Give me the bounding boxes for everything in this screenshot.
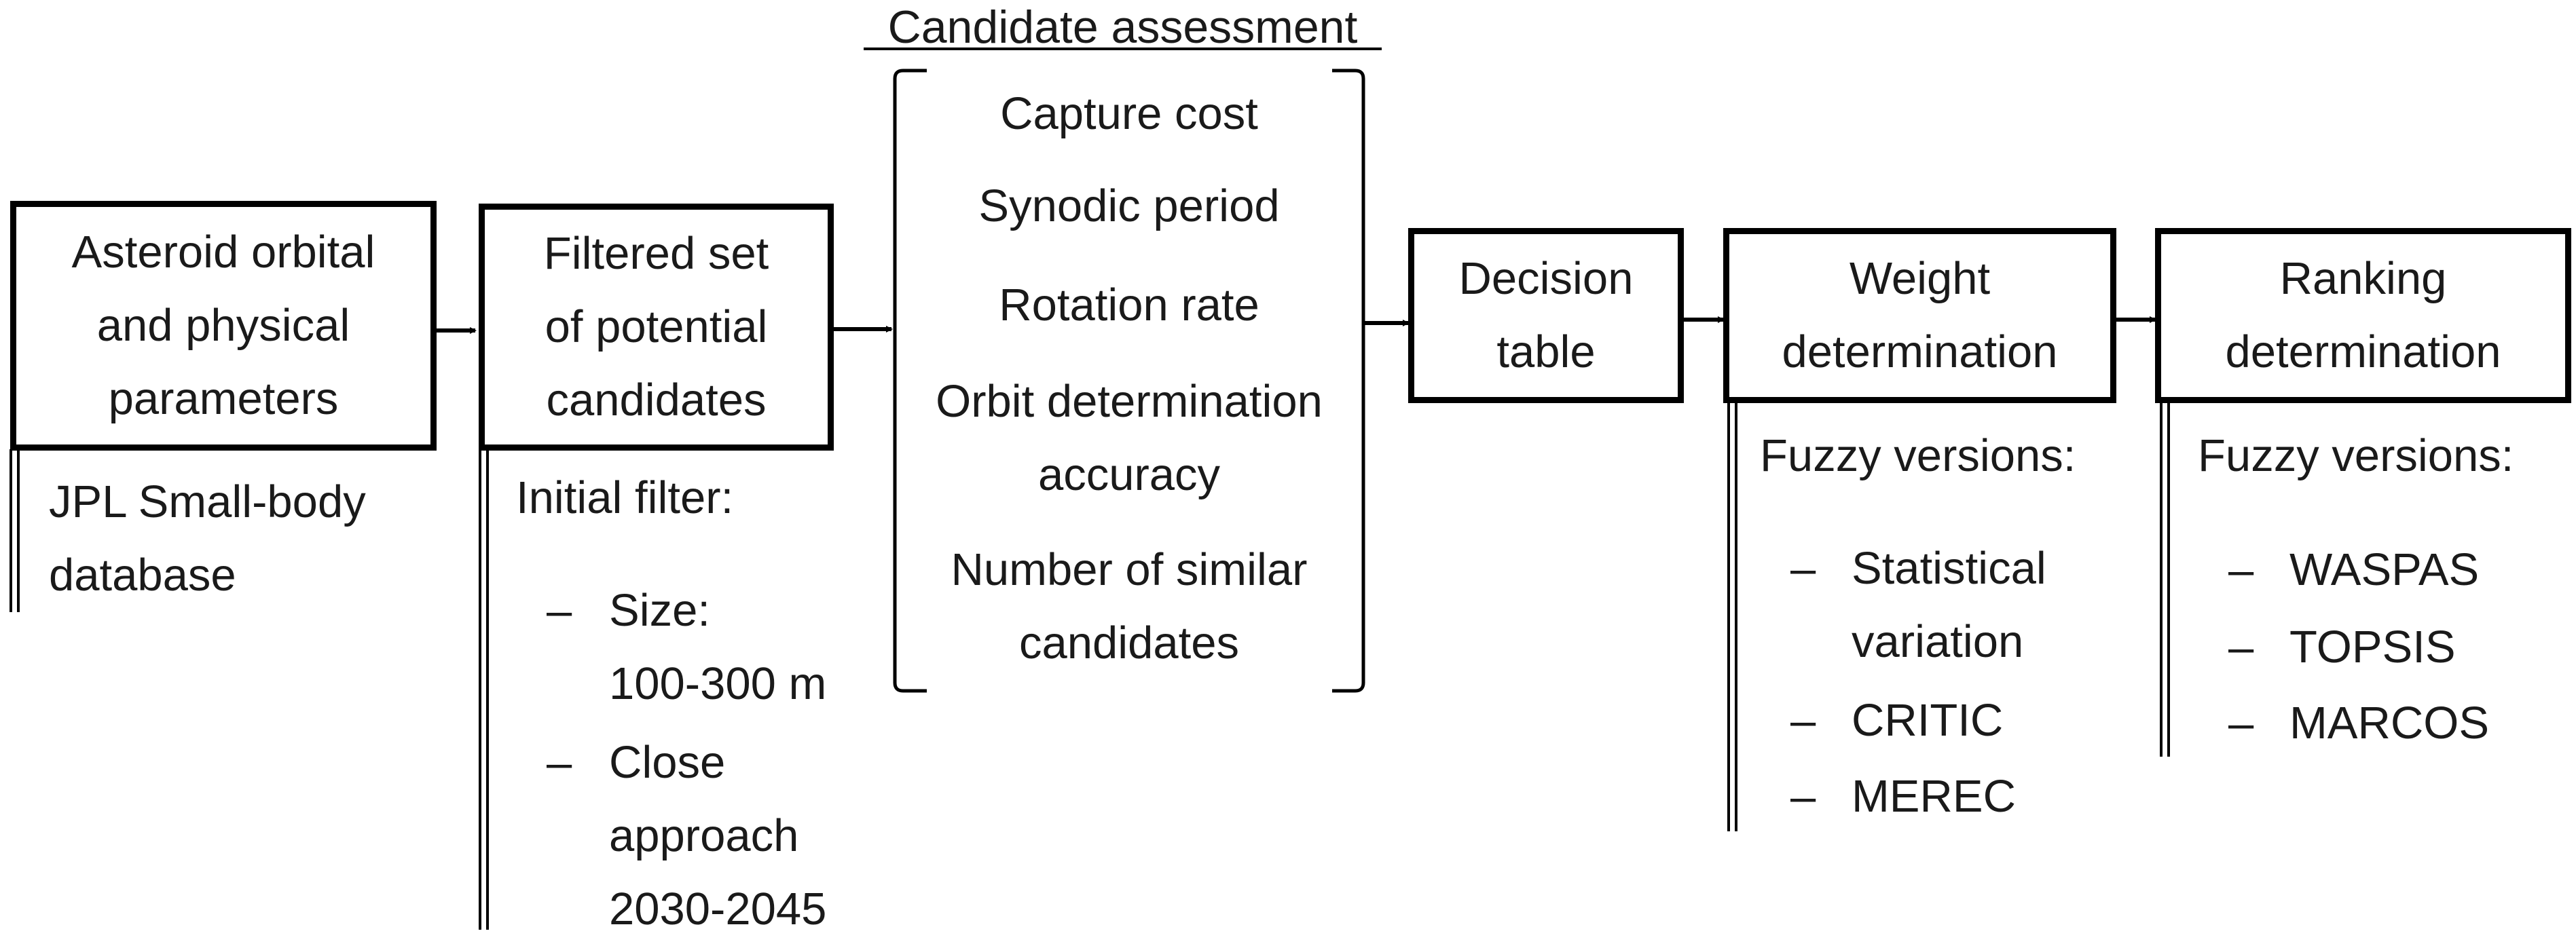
filter-approach-line1: Close [609,737,726,788]
box-text-line: determination [1782,326,2058,377]
dash-icon: – [2228,622,2254,673]
initial-filter-title: Initial filter: [516,472,734,523]
ranking-item-marcos: MARCOS [2289,698,2490,749]
left-bracket [893,69,927,693]
criterion-similar-candidates-line1: Number of similar [951,544,1308,595]
dash-icon: – [1790,771,1816,822]
asteroid-parameters-box: Asteroid orbital and physical parameters [10,201,437,451]
box-text-line: of potential [545,301,768,352]
ranking-item-waspas: WASPAS [2289,544,2480,595]
dash-icon: – [547,585,572,636]
criterion-orbit-accuracy-line2: accuracy [1037,449,1221,500]
filter-size-line2: 100-300 m [609,658,827,709]
box-text-line: Weight [1849,253,1991,304]
criterion-capture-cost: Capture cost [1000,88,1258,139]
weight-item-statistical-line2: variation [1852,616,2024,667]
box-text-line: Asteroid orbital [71,227,375,278]
box-text-line: Decision [1458,253,1634,304]
box-text-line: table [1496,326,1596,377]
criterion-synodic-period: Synodic period [978,181,1280,231]
box-text-line: candidates [546,375,767,425]
weight-determination-box: Weight determination [1723,228,2116,403]
dash-icon: – [2228,544,2254,595]
decision-table-box: Decision table [1408,228,1684,403]
criterion-similar-candidates-line2: candidates [1018,618,1240,668]
box-text-line: Ranking [2279,253,2447,304]
params-note-line1: JPL Small-body [49,476,366,527]
box-text-line: parameters [108,373,339,424]
weight-item-merec: MEREC [1852,771,2016,822]
criterion-orbit-accuracy-line1: Orbit determination [936,376,1323,427]
criterion-rotation-rate: Rotation rate [999,280,1259,330]
weight-item-statistical-line1: Statistical [1852,543,2046,594]
dash-icon: – [1790,695,1816,746]
right-bracket [1332,69,1365,693]
weight-fuzzy-title: Fuzzy versions: [1760,430,2076,481]
filtered-candidates-box: Filtered set of potential candidates [479,204,834,451]
dash-icon: – [547,737,572,788]
dash-icon: – [1790,543,1816,594]
filter-approach-line2: approach [609,810,799,861]
box-text-line: determination [2225,326,2501,377]
filter-approach-line3: 2030-2045 [609,884,827,934]
weight-item-critic: CRITIC [1852,695,2004,746]
box-text-line: Filtered set [543,228,769,279]
filter-size-line1: Size: [609,585,710,636]
dash-icon: – [2228,698,2254,749]
ranking-determination-box: Ranking determination [2155,228,2571,403]
candidate-assessment-heading: Candidate assessment [887,1,1358,53]
ranking-item-topsis: TOPSIS [2289,622,2456,673]
params-note-line2: database [49,550,236,601]
ranking-fuzzy-title: Fuzzy versions: [2198,430,2514,481]
box-text-line: and physical [96,300,350,351]
